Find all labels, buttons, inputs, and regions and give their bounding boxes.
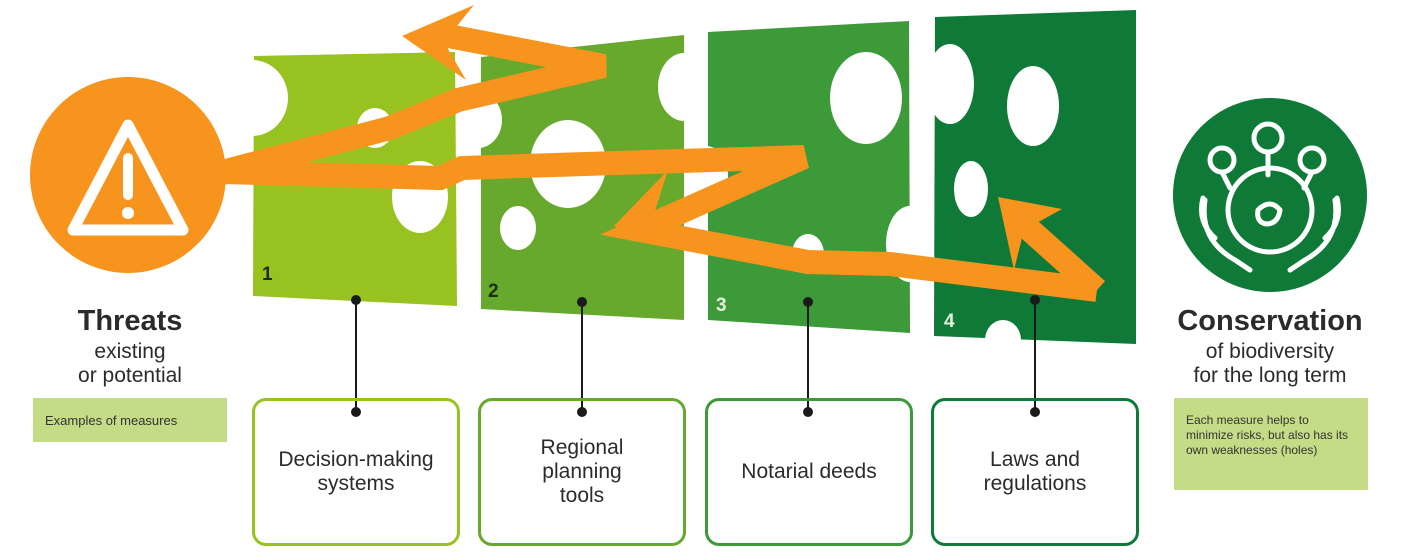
layer-4-panel	[934, 10, 1136, 344]
measure-2-line1: Regional	[540, 436, 624, 459]
warning-triangle-icon	[67, 119, 189, 236]
threats-subtitle-line1: existing	[94, 340, 166, 363]
threats-subtitle-line2: or potential	[78, 364, 182, 387]
measure-3-line1: Notarial deeds	[741, 460, 877, 483]
layer-1-number: 1	[262, 264, 273, 285]
arrowhead-up-right	[998, 197, 1062, 270]
connector-2-top-dot	[577, 297, 587, 307]
measure-1-line2: systems	[317, 472, 395, 495]
arrowhead-middle	[614, 170, 668, 246]
measure-4-line1: Laws and	[990, 448, 1080, 471]
measure-box-laws-regulations: Laws and regulations	[931, 398, 1139, 546]
connector-3-bottom-dot	[803, 407, 813, 417]
conservation-icon-group	[1173, 98, 1367, 292]
layer-4-number: 4	[944, 311, 955, 332]
warning-exclamation-dot	[122, 207, 134, 219]
conservation-title: Conservation	[1177, 305, 1363, 337]
measure-2-line2: planning	[542, 460, 622, 483]
hands-holding-earth-trees-icon	[1199, 121, 1341, 273]
measure-box-decision-making: Decision-making systems	[252, 398, 460, 546]
connector-1-top-dot	[351, 295, 361, 305]
threats-title: Threats	[77, 305, 183, 337]
conservation-subtitle-line2: for the long term	[1193, 364, 1347, 387]
arrowhead-upper-left	[402, 5, 474, 80]
weaknesses-note: Each measure helps to minimize risks, bu…	[1174, 398, 1368, 490]
measure-4-line2: regulations	[983, 472, 1087, 495]
connector-2-bottom-dot	[577, 407, 587, 417]
conservation-subtitle: of biodiversity for the long term	[1155, 340, 1385, 388]
measure-2-line3: tools	[559, 484, 605, 507]
connector-4-bottom-dot	[1030, 407, 1040, 417]
connector-1-bottom-dot	[351, 407, 361, 417]
layer-2-panel	[481, 35, 684, 320]
layer-3-number: 3	[716, 295, 727, 316]
connector-3-top-dot	[803, 297, 813, 307]
layer-2-number: 2	[488, 281, 499, 302]
connectors	[355, 300, 1036, 412]
threat-arrow-path	[218, 22, 1106, 302]
threats-icon-group	[30, 77, 226, 273]
measure-box-regional-planning: Regional planning tools	[478, 398, 686, 546]
measure-1-line1: Decision-making	[278, 448, 434, 471]
conservation-circle	[1173, 98, 1367, 292]
threats-subtitle: existing or potential	[30, 340, 230, 388]
connector-4-top-dot	[1030, 295, 1040, 305]
measure-box-notarial-deeds: Notarial deeds	[705, 398, 913, 546]
conservation-subtitle-line1: of biodiversity	[1205, 340, 1335, 363]
examples-note: Examples of measures	[33, 398, 227, 442]
